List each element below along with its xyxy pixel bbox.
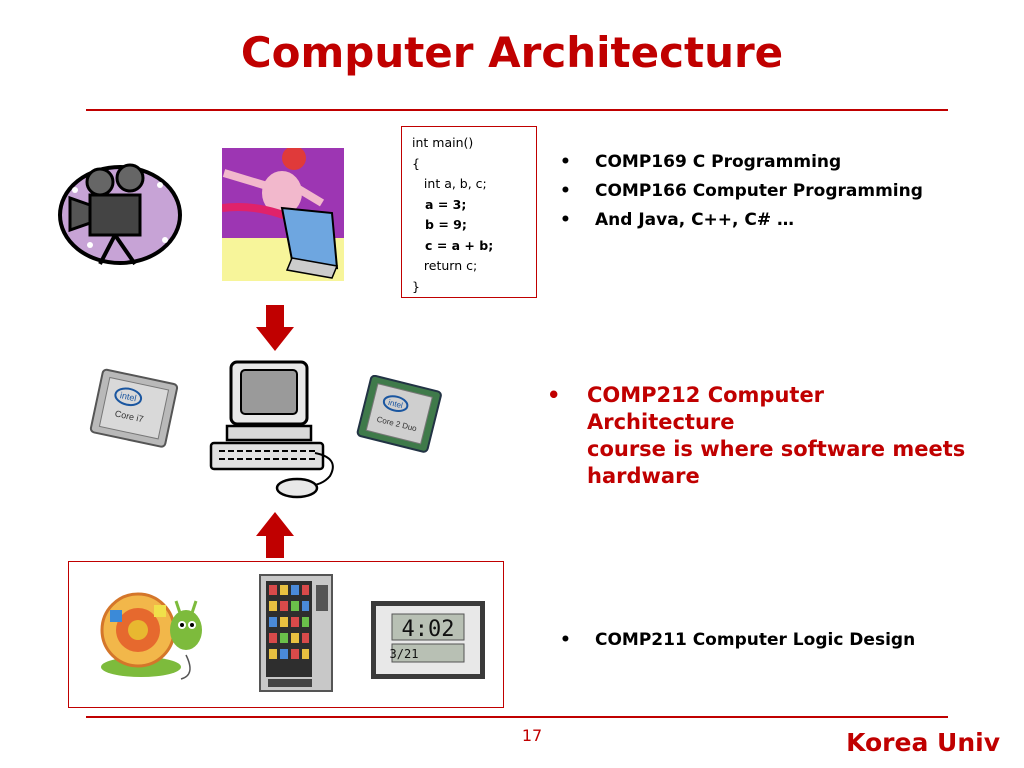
list-item: • COMP169 C Programming [560,148,923,177]
code-line: b = 9; [412,217,467,232]
cpu-chip-icon: intel Core i7 [86,368,180,448]
code-line: return c; [412,258,478,273]
arrow-down-icon [256,305,294,351]
list-item: • COMP166 Computer Programming [560,177,923,206]
bullet-dot: • [560,210,571,230]
snail-toy-icon [96,585,208,685]
arrow-up-icon [256,512,294,558]
bullet-dot: • [560,630,571,650]
bullet-dot: • [560,181,571,201]
slide-title: Computer Architecture [240,28,784,77]
hardware-examples-box [68,561,504,708]
clock-date-text: 3/21 [390,647,419,661]
bullet-text: COMP211 Computer Logic Design [595,630,916,650]
code-line: } [412,278,420,294]
bullet-text: COMP166 Computer Programming [595,181,923,201]
code-snippet-box: int main() { int a, b, c; a = 3; b = 9; … [401,126,537,298]
page-number: 17 [521,726,543,745]
list-item: • And Java, C++, C# … [560,206,923,235]
bullet-dot: • [547,383,561,407]
code-line: int a, b, c; [412,176,487,191]
bullet-text-line: course is where software meets [587,437,966,461]
chip-brand-text: intel [387,398,404,410]
film-camera-icon [50,160,185,270]
vending-machine-icon [258,573,334,699]
code-line: c = a + b; [412,237,494,253]
bullet-text-line: hardware [587,464,700,488]
bullet-text-line: COMP212 Computer Architecture [587,383,825,434]
surfing-computer-clipart-icon [222,148,344,281]
software-course-list: • COMP169 C Programming • COMP166 Comput… [560,148,923,235]
chip-brand-text: intel [119,390,137,403]
code-line: int main() [412,135,474,150]
list-item: • COMP211 Computer Logic Design [560,626,915,655]
bullet-text: COMP169 C Programming [595,152,842,172]
list-item: • COMP212 Computer Architecture course i… [547,382,977,490]
footer-brand: Korea Univ [846,728,1000,757]
clock-time-text: 4:02 [402,617,455,642]
title-divider [86,109,948,111]
bullet-text: And Java, C++, C# … [595,210,795,230]
code-line: { [412,155,420,171]
footer-divider [86,716,948,718]
architecture-course-list: • COMP212 Computer Architecture course i… [547,382,977,490]
code-line: a = 3; [412,196,467,212]
bullet-dot: • [560,152,571,172]
desktop-computer-icon [205,358,345,503]
digital-clock-icon: 4:02 3/21 [370,600,486,680]
cpu-chip-icon: intel Core 2 Duo [355,375,445,455]
logic-course-list: • COMP211 Computer Logic Design [560,626,915,655]
